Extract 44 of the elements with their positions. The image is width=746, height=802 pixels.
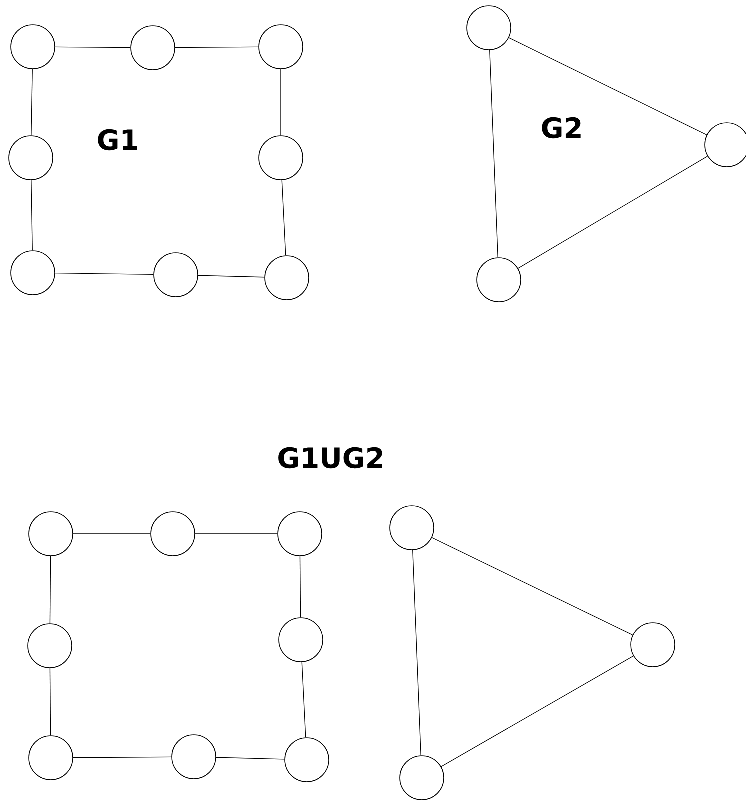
edge-line xyxy=(490,50,498,258)
edge-line xyxy=(216,757,285,760)
vertex-circle xyxy=(28,624,72,668)
edge-line xyxy=(518,156,708,269)
edge-line xyxy=(280,69,282,136)
graph-title: G1 xyxy=(98,129,138,151)
edge-line xyxy=(198,275,265,278)
vertex-circle xyxy=(278,618,324,662)
edge-line xyxy=(50,556,52,624)
vertex-circle xyxy=(28,512,74,556)
edge-line xyxy=(175,46,259,48)
vertex-circle xyxy=(466,6,512,50)
vertex-circle xyxy=(264,256,310,300)
vertex-circle xyxy=(258,24,304,70)
vertex-circle xyxy=(284,738,330,782)
graph-title: G2 xyxy=(542,117,581,139)
edge-line xyxy=(441,656,634,768)
vertex-circle xyxy=(258,136,304,180)
vertex-circle xyxy=(476,258,522,302)
vertex-circle xyxy=(150,512,196,556)
vertex-circle xyxy=(172,734,216,780)
vertex-circle xyxy=(8,136,54,180)
edge-line xyxy=(55,46,131,48)
vertex-circle xyxy=(278,512,322,556)
edge-line xyxy=(432,537,634,636)
graph-title: G1UG2 xyxy=(278,447,382,469)
edge-line xyxy=(73,756,172,758)
edge-line xyxy=(31,69,33,136)
vertex-circle xyxy=(10,250,56,296)
edge-line xyxy=(282,180,286,256)
vertex-circle xyxy=(154,252,198,298)
vertex-circle xyxy=(10,24,56,70)
edge-line xyxy=(50,668,52,736)
edge-line xyxy=(55,272,154,276)
edge-line xyxy=(300,556,302,618)
vertex-circle xyxy=(28,736,74,780)
edge-line xyxy=(508,38,708,136)
vertex-circle xyxy=(400,756,444,800)
vertex-circle xyxy=(630,622,676,668)
edge-line xyxy=(31,180,33,251)
edge-line xyxy=(302,662,306,738)
edge-line xyxy=(412,550,422,756)
vertex-circle xyxy=(130,26,176,70)
vertex-circle xyxy=(390,506,434,550)
